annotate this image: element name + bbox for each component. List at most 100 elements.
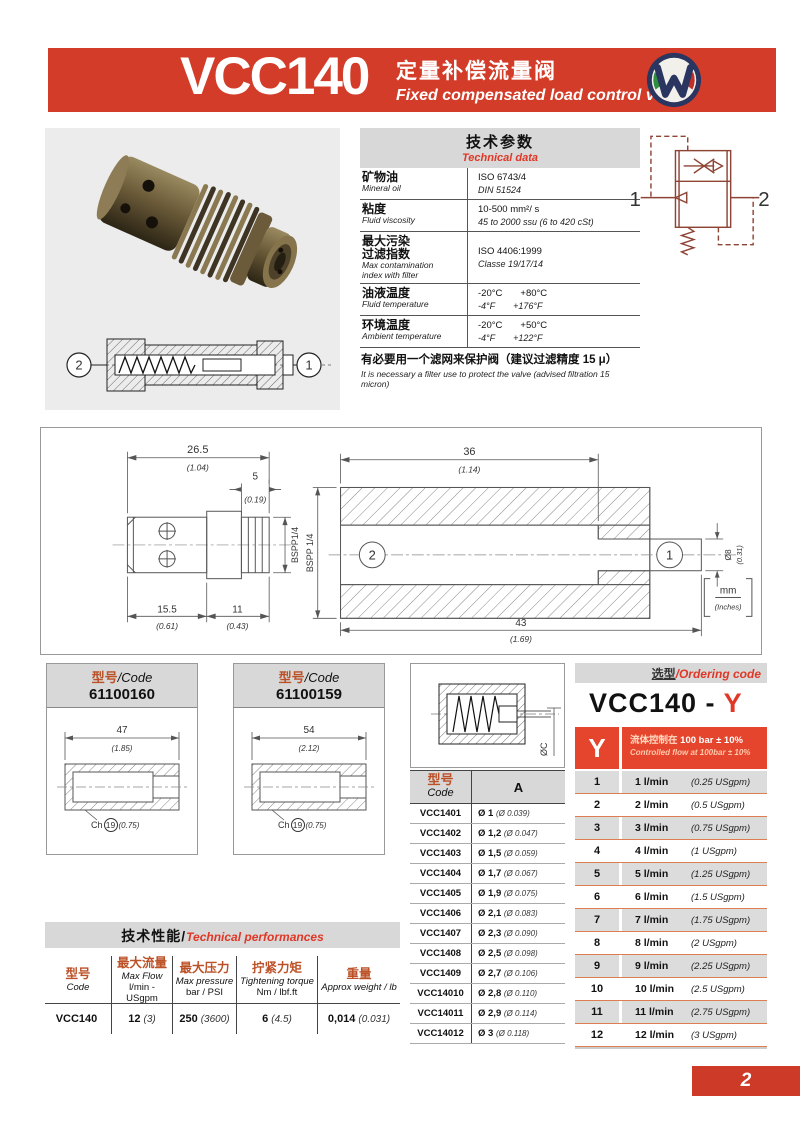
ordering-table-row: 4 4 l/min(1 USgpm) bbox=[575, 840, 767, 863]
orifice-table-row: VCC14010 Ø 2,8 (Ø 0.110) bbox=[410, 984, 565, 1004]
unit-legend bbox=[703, 578, 753, 617]
svg-text:(1.85): (1.85) bbox=[112, 744, 133, 753]
svg-text:mm: mm bbox=[720, 586, 737, 597]
technical-data-rows: 矿物油 Mineral oil ISO 6743/4 DIN 51524 粘度 bbox=[360, 168, 640, 348]
svg-text:(1.14): (1.14) bbox=[458, 465, 480, 475]
svg-text:(1.69): (1.69) bbox=[510, 634, 532, 644]
orifice-table-row: VCC1404 Ø 1,7 (Ø 0.067) bbox=[410, 864, 565, 884]
technical-data-title-en: Technical data bbox=[461, 152, 538, 164]
svg-text:BSPP1/4: BSPP1/4 bbox=[290, 527, 300, 563]
svg-text:15.5: 15.5 bbox=[157, 604, 177, 615]
svg-text:54: 54 bbox=[303, 725, 315, 736]
code-panel: 型号/Code 61100160 bbox=[46, 663, 198, 855]
technical-data-table: 技术参数 Technical data 矿物油 Mineral oil ISO … bbox=[360, 128, 640, 389]
product-title: 定量补偿流量阀 Fixed compensated load control v… bbox=[396, 55, 695, 105]
header-banner: VCC140 定量补偿流量阀 Fixed compensated load co… bbox=[48, 47, 776, 112]
svg-text:(2.12): (2.12) bbox=[299, 744, 320, 753]
port-label-1: 1 bbox=[629, 188, 640, 211]
orifice-table-row: VCC1402 Ø 1,2 (Ø 0.047) bbox=[410, 824, 565, 844]
balloon-2-cavity: 2 bbox=[358, 541, 386, 569]
ordering-table-row: 6 6 l/min(1.5 USgpm) bbox=[575, 886, 767, 909]
orifice-table-row: VCC1405 Ø 1,9 (Ø 0.075) bbox=[410, 884, 565, 904]
valve-photo-panel: 2 1 bbox=[45, 128, 340, 410]
ordering-table-row: 10 10 l/min(2.5 USgpm) bbox=[575, 978, 767, 1001]
tech-row: 油液温度 Fluid temperature -20°C+80°C -4°F+1… bbox=[360, 284, 640, 316]
ordering-table-row: 3 3 l/min(0.75 USgpm) bbox=[575, 817, 767, 840]
performance-cell: VCC140 bbox=[45, 1004, 112, 1034]
orifice-table-row: VCC1407 Ø 2,3 (Ø 0.090) bbox=[410, 924, 565, 944]
code-panel-header: 型号/Code 61100159 bbox=[234, 664, 384, 708]
orifice-table-row: VCC1409 Ø 2,7 (Ø 0.106) bbox=[410, 964, 565, 984]
ordering-table-row: 11 11 l/min(2.75 USgpm) bbox=[575, 1001, 767, 1024]
dimension-drawing: 26.5 (1.04) 5 (0.19) BSPP1/4 15.5 (0.61)… bbox=[112, 444, 753, 644]
code-part-drawing: 54 (2.12) bbox=[244, 725, 376, 821]
ordering-table-header: Y 流体控制在 100 bar ± 10% Controlled flow at… bbox=[575, 727, 767, 769]
tech-row: 粘度 Fluid viscosity 10-500 mm²/ s 45 to 2… bbox=[360, 200, 640, 232]
orifice-dia-label: ØC bbox=[539, 742, 549, 756]
svg-text:26.5: 26.5 bbox=[187, 444, 208, 456]
orifice-drawing-box: ØC bbox=[410, 663, 565, 768]
tech-row: 最大污染 过滤指数 Max contamination index with f… bbox=[360, 232, 640, 284]
svg-text:43: 43 bbox=[515, 618, 527, 629]
code-panel-header: 型号/Code 61100160 bbox=[47, 664, 197, 708]
code-number: 61100159 bbox=[276, 686, 342, 703]
orifice-table-row: VCC1408 Ø 2,5 (Ø 0.098) bbox=[410, 944, 565, 964]
orifice-table-row: VCC1406 Ø 2,1 (Ø 0.083) bbox=[410, 904, 565, 924]
performance-column: 最大流量 Max Flow l/min - USgpm bbox=[112, 956, 173, 1004]
tech-row: 环境温度 Ambient temperature -20°C+50°C -4°F… bbox=[360, 316, 640, 348]
svg-text:11: 11 bbox=[232, 604, 243, 615]
balloon-2: 2 bbox=[66, 352, 92, 378]
product-title-zh: 定量补偿流量阀 bbox=[396, 60, 557, 83]
performance-column: 最大压力 Max pressure bar / PSI bbox=[173, 956, 237, 1003]
balloon-1-cavity: 1 bbox=[656, 541, 684, 569]
performance-table-row: VCC140 12(3) 250(3600) 6(4.5) 0,014(0.03… bbox=[45, 1004, 400, 1034]
page-number: 2 bbox=[692, 1066, 800, 1096]
performance-table-header: 型号 Code 最大流量 Max Flow l/min - USgpm 最大压力… bbox=[45, 956, 400, 1004]
filter-note: 有必要用一个滤网来保护阀（建议过滤精度 15 μ） It is necessar… bbox=[361, 354, 618, 389]
port-label-2: 2 bbox=[758, 188, 769, 211]
svg-text:47: 47 bbox=[116, 725, 128, 736]
orifice-table-header: 型号 Code A bbox=[410, 770, 565, 804]
product-title-en: Fixed compensated load control valves bbox=[396, 87, 695, 104]
balloon-1: 1 bbox=[296, 352, 322, 378]
svg-text:(Inches): (Inches) bbox=[715, 602, 742, 611]
ordering-table-row: 5 5 l/min(1.25 USgpm) bbox=[575, 863, 767, 886]
svg-text:5: 5 bbox=[253, 472, 259, 483]
performance-column: 型号 Code bbox=[45, 956, 112, 1003]
svg-text:(0.43): (0.43) bbox=[226, 621, 248, 631]
valve-photo bbox=[96, 155, 298, 289]
performance-column: 重量 Approx weight / lb bbox=[321, 966, 397, 993]
code-panels: 型号/Code 61100160 bbox=[46, 663, 386, 855]
ordering-table-row: 12 12 l/min(3 USgpm) bbox=[575, 1024, 767, 1047]
ordering-table: 1 1 l/min(0.25 USgpm) 2 2 l/min(0.5 USgp… bbox=[575, 771, 767, 1049]
svg-text:BSPP 1/4: BSPP 1/4 bbox=[305, 534, 315, 573]
brand-logo-icon bbox=[646, 52, 702, 108]
performance-cell: 250(3600) bbox=[173, 1004, 237, 1034]
performance-cell: 0,014(0.031) bbox=[327, 1013, 391, 1025]
svg-text:1: 1 bbox=[305, 358, 312, 373]
svg-text:(0.61): (0.61) bbox=[156, 621, 178, 631]
orifice-table-body: VCC1401 Ø 1 (Ø 0.039) VCC1402 Ø 1,2 (Ø 0… bbox=[410, 804, 565, 1044]
orifice-table-row: VCC14011 Ø 2,9 (Ø 0.114) bbox=[410, 1004, 565, 1024]
valve-photo-and-section: 2 1 bbox=[66, 155, 331, 392]
svg-text:(0.31): (0.31) bbox=[735, 545, 744, 565]
dimension-drawing-panel: 26.5 (1.04) 5 (0.19) BSPP1/4 15.5 (0.61)… bbox=[40, 427, 762, 655]
product-model: VCC140 bbox=[180, 47, 370, 106]
technical-data-header: 技术参数 Technical data bbox=[360, 128, 640, 168]
tech-row: 矿物油 Mineral oil ISO 6743/4 DIN 51524 bbox=[360, 168, 640, 200]
orifice-table: 型号 Code A VCC1401 Ø 1 (Ø 0.039) VCC1402 … bbox=[410, 770, 565, 1044]
code-number: 61100160 bbox=[89, 686, 155, 703]
svg-text:36: 36 bbox=[463, 446, 475, 458]
ordering-code-bar: 选型/Ordering code bbox=[575, 663, 767, 683]
ordering-title: VCC140 - Y bbox=[589, 688, 743, 718]
code-panel: 型号/Code 61100159 bbox=[233, 663, 385, 855]
ordering-table-row: 8 8 l/min(2 USgpm) bbox=[575, 932, 767, 955]
ordering-table-row: 9 9 l/min(2.25 USgpm) bbox=[575, 955, 767, 978]
orifice-table-row: VCC1403 Ø 1,5 (Ø 0.059) bbox=[410, 844, 565, 864]
svg-text:(1.04): (1.04) bbox=[187, 463, 209, 473]
ordering-table-row: 1 1 l/min(0.25 USgpm) bbox=[575, 771, 767, 794]
technical-data-title-zh: 技术参数 bbox=[465, 134, 534, 151]
orifice-table-row: VCC1401 Ø 1 (Ø 0.039) bbox=[410, 804, 565, 824]
svg-text:1: 1 bbox=[666, 547, 673, 562]
